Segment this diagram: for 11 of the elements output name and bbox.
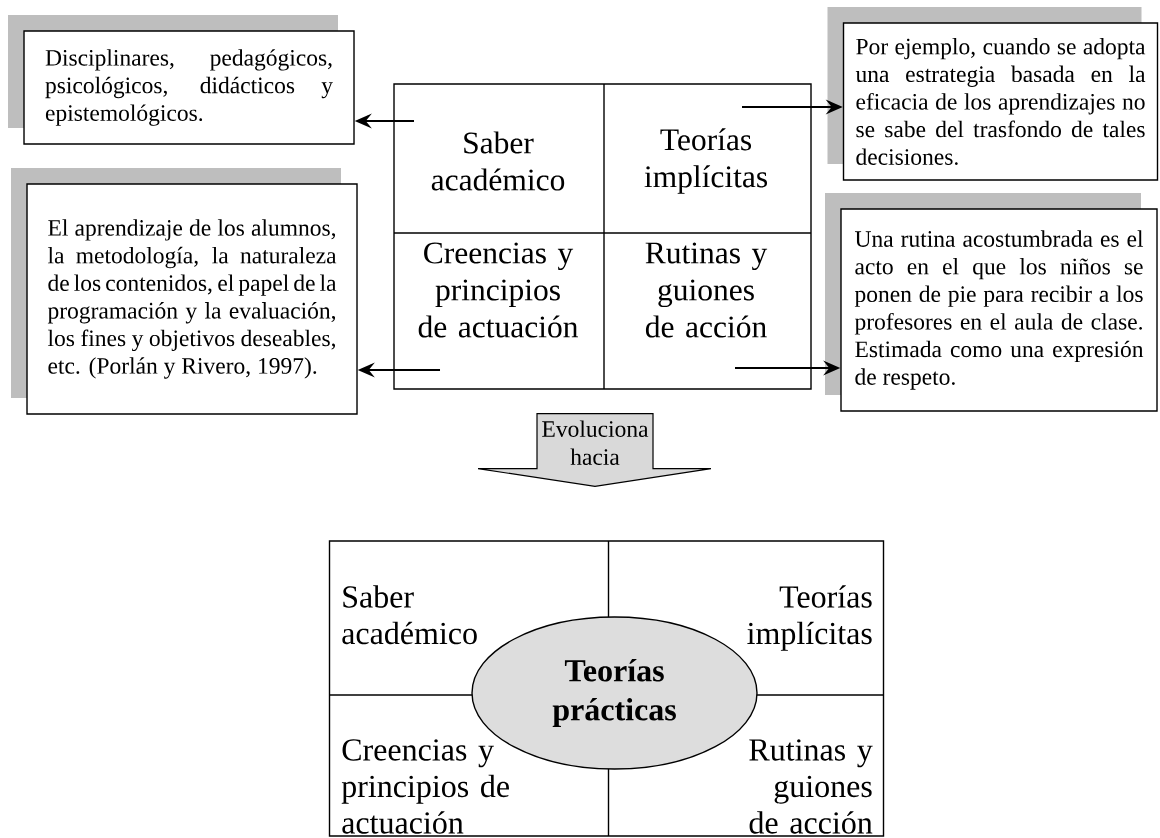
quadrant-label: Teorías implícitas [644,128,767,194]
quadrant-label: Creencias y principios de actuación [418,242,578,338]
note-box: El aprendizaje de los alumnos, la metodología, la naturaleza de los contenidos, el papel de la programación y la evaluación, los fines y objetivos deseables, etc. (Porlán y Rivero, 1997). [26,183,358,415]
note-box: Por ejemplo, cuando se adopta una estrategia basada en la eficacia de los aprendizajes no se sabe del trasfondo de tales decisiones. [842,22,1159,181]
note-box: Disciplinares, pedagógicos, psicológicos, didácticos y epistemológicos. [23,30,355,145]
block-arrow [477,413,712,487]
note-box: Una rutina acostumbrada es el acto en el que los niños se ponen de pie para recibir a los profesores en el aula de clase. Estimada como una expresión de respeto. [840,208,1158,412]
edge-label: Evoluciona hacia [542,420,649,465]
quadrant-label: Rutinas y guiones de acción [645,242,768,338]
quadrant-label: Saber académico [431,131,565,191]
quadrant-grid [393,83,812,390]
